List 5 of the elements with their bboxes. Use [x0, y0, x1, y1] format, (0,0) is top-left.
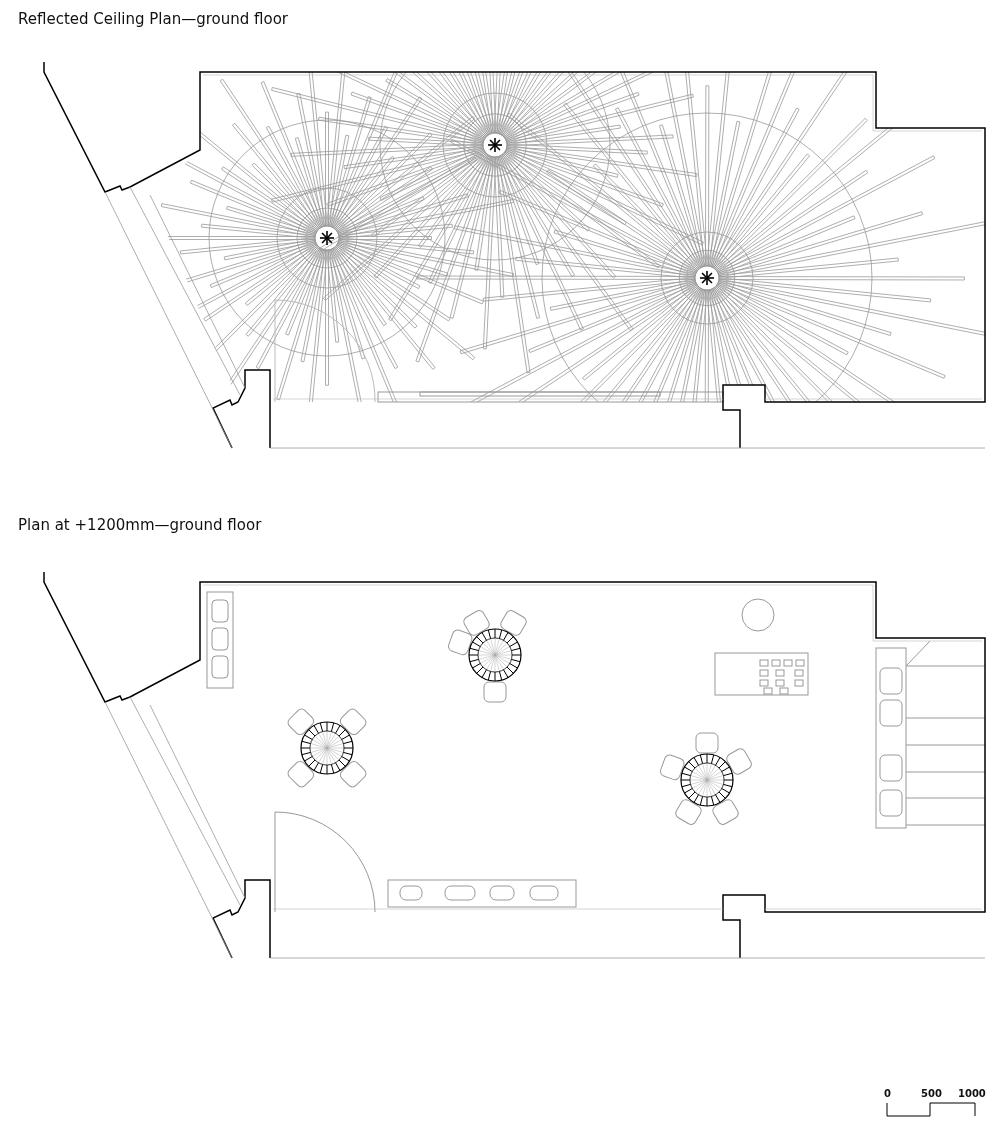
- plan-title: Reflected Ceiling Plan—ground floor: [18, 10, 289, 28]
- plan-title: Plan at +1200mm—ground floor: [18, 516, 262, 534]
- scale-label: 1000: [958, 1088, 986, 1099]
- scale-label: 500: [921, 1088, 942, 1099]
- scale-label: 0: [884, 1088, 891, 1099]
